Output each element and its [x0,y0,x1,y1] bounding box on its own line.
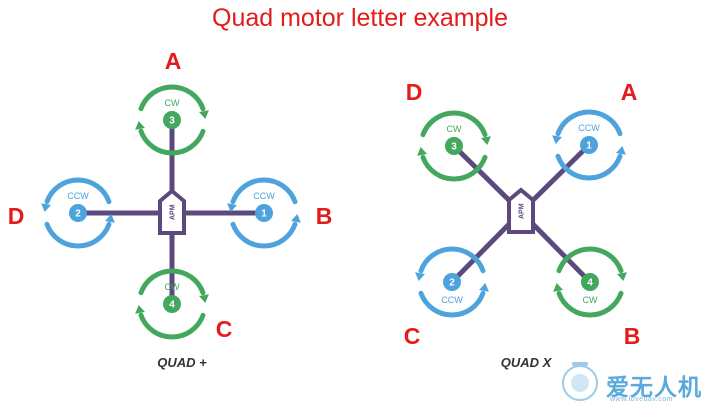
motor-number-disc [581,273,599,291]
rotation-arc-top [420,110,488,138]
rotation-arrowhead-icon [135,305,145,314]
motor-letter-B: B [624,323,641,349]
watermark-url: www.loveuav.com [610,396,674,403]
motor-3: 3 CW [417,110,491,182]
rotation-arrowhead-icon [553,283,563,292]
rotation-arrowhead-icon [415,272,425,281]
motor-number: 2 [75,209,81,220]
motor-letter-B: B [316,203,333,229]
motor-1: 1 CCW [552,109,626,181]
frame-label-quad-plus: QUAD + [157,355,207,370]
motor-2: 2 CCW [41,177,115,249]
rotation-arc-top [556,246,624,274]
motor-letter-D: D [406,79,423,105]
motor-letter-A: A [165,48,182,74]
motor-number-disc [443,273,461,291]
motor-3: 3 CW [135,84,209,156]
diagram-title: Quad motor letter example [212,4,508,32]
motor-number-disc [580,136,598,154]
apm-board-shape [507,187,535,234]
apm-label: APM [170,204,177,220]
rotation-arc-top [418,246,486,274]
rotation-arc-top [138,268,206,296]
motor-number: 3 [169,116,175,127]
apm-controller: APM [158,188,186,235]
motor-number: 1 [586,141,592,152]
rotation-arc-bottom [420,154,488,182]
motor-direction-label: CCW [441,295,463,305]
rotation-arc-bottom [230,221,298,249]
motor-number-disc [255,204,273,222]
frame-label-quad-x: QUAD X [501,355,553,370]
rotation-arrowhead-icon [41,203,51,212]
rotation-arc-bottom [138,128,206,156]
motor-number: 3 [451,142,457,153]
motor-1: 1 CCW [227,177,301,249]
rotation-arc-top [138,84,206,112]
rotation-arrowhead-icon [481,136,491,145]
motor-number: 4 [169,300,175,311]
motor-letter-C: C [216,316,233,342]
motor-4: 4 CW [135,268,209,340]
motor-number-disc [445,137,463,155]
motor-direction-label: CCW [67,191,89,201]
rotation-arrowhead-icon [616,146,626,155]
rotation-arc-top [230,177,298,205]
motor-number-disc [163,111,181,129]
rotation-arrowhead-icon [135,121,145,130]
motor-direction-label: CCW [253,191,275,201]
motor-direction-label: CW [165,98,180,108]
rotation-arc-bottom [138,312,206,340]
motor-direction-label: CCW [578,123,600,133]
rotation-arrowhead-icon [417,147,427,156]
motor-number: 4 [587,278,593,289]
drone-logo-icon [562,362,598,401]
rotation-arc-bottom [555,153,623,181]
apm-label: APM [519,203,526,219]
rotation-arrowhead-icon [105,214,115,223]
motor-direction-label: CW [583,295,598,305]
motor-number: 1 [261,209,267,220]
motor-letter-C: C [404,323,421,349]
motor-number-disc [163,295,181,313]
motor-4: 4CW [553,246,627,318]
rotation-arc-bottom [556,290,624,318]
motor-direction-label: CW [447,124,462,134]
rotation-arc-top [44,177,112,205]
motor-letter-D: D [8,203,25,229]
watermark-text: 爱无人机 [606,374,702,400]
rotation-arc-top [555,109,623,137]
rotation-arrowhead-icon [199,110,209,119]
rotation-arrowhead-icon [617,272,627,281]
apm-controller: APM [507,187,535,234]
motor-number: 2 [449,278,455,289]
rotation-arrowhead-icon [479,283,489,292]
rotation-arrowhead-icon [227,203,237,212]
rotation-arrowhead-icon [199,294,209,303]
apm-board-shape [158,188,186,235]
rotation-arc-bottom [44,221,112,249]
motor-number-disc [69,204,87,222]
rotation-arrowhead-icon [552,135,562,144]
rotation-arrowhead-icon [291,214,301,223]
motor-direction-label: CW [165,282,180,292]
motor-letter-A: A [621,79,638,105]
rotation-arc-bottom [418,290,486,318]
